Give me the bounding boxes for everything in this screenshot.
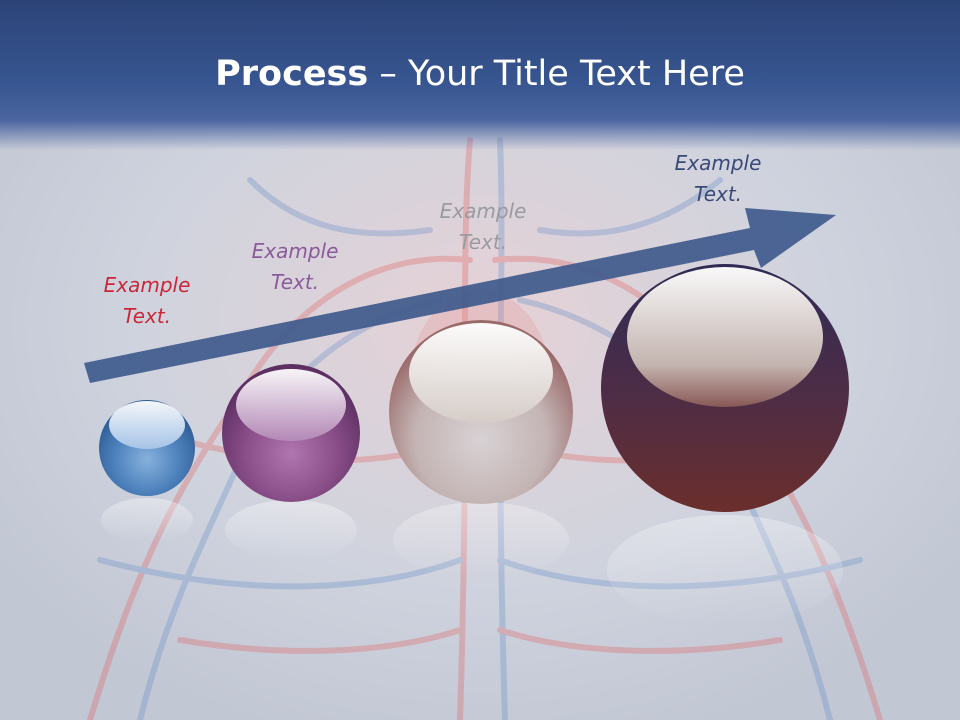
step-4-label: Example Text. [643, 148, 793, 210]
step-4-label-line2: Text. [693, 182, 743, 206]
sphere-step-4 [601, 264, 849, 512]
sphere-step-1 [99, 400, 195, 496]
slide-title: Process – Your Title Text Here [0, 52, 960, 96]
step-2-label: Example Text. [220, 236, 370, 298]
step-1-label: Example Text. [72, 270, 222, 332]
sphere-step-2 [222, 364, 360, 502]
title-bold: Process [215, 54, 369, 94]
step-2-label-line2: Text. [270, 270, 320, 294]
title-rest: – Your Title Text Here [368, 54, 745, 94]
step-1-label-line2: Text. [122, 304, 172, 328]
title-bar [0, 0, 960, 150]
step-2-label-line1: Example [251, 239, 339, 263]
step-4-label-line1: Example [674, 151, 762, 175]
progress-arrow [84, 208, 836, 383]
step-3-label-line1: Example [439, 199, 527, 223]
step-3-label: Example Text. [408, 196, 558, 258]
step-3-label-line2: Text. [458, 230, 508, 254]
sphere-reflections [101, 498, 843, 625]
sphere-step-3 [389, 320, 573, 504]
step-1-label-line1: Example [103, 273, 191, 297]
